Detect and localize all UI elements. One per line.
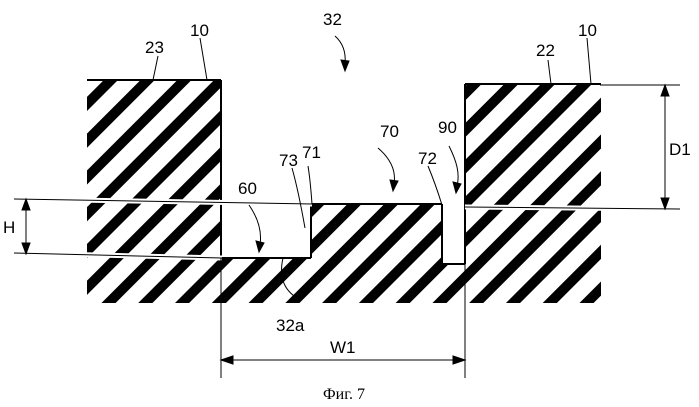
label-72: 72 [418, 149, 437, 168]
dimension-W1 [221, 356, 465, 364]
label-32: 32 [323, 10, 342, 29]
label-10-right: 10 [578, 21, 597, 40]
dimension-H [22, 199, 30, 254]
label-60: 60 [238, 179, 257, 198]
label-71: 71 [302, 143, 321, 162]
dimension-label-W1: W1 [330, 338, 356, 357]
right-block-section [465, 84, 601, 303]
figure-caption: Фиг. 7 [323, 386, 365, 403]
label-70: 70 [380, 122, 399, 141]
label-22: 22 [536, 41, 555, 60]
label-23: 23 [145, 38, 164, 57]
dimension-label-H: H [3, 218, 15, 237]
label-73: 73 [279, 151, 298, 170]
label-32a: 32a [276, 316, 305, 335]
label-10-left: 10 [190, 21, 209, 40]
dimension-D1 [661, 85, 669, 209]
groove-bottom-section [221, 204, 465, 303]
label-90: 90 [438, 118, 457, 137]
dimension-label-D1: D1 [669, 140, 691, 159]
left-block-section [87, 80, 221, 303]
